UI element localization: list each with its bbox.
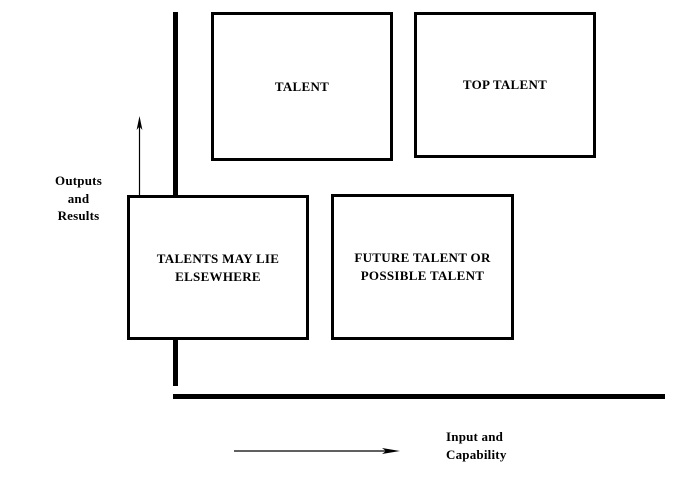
quadrant-label-future-or-possible-talent: FUTURE TALENT OR POSSIBLE TALENT <box>346 249 498 284</box>
horizontal-axis-caption: Input and Capability <box>446 428 576 463</box>
horizontal-axis-caption-line-1: Input and <box>446 429 504 444</box>
quadrant-label-talent: TALENT <box>274 78 330 94</box>
quadrant-box-top-talent[interactable]: TOP TALENT <box>414 12 596 158</box>
vertical-axis-caption-line-2: and <box>67 190 90 206</box>
horizontal-direction-arrow-icon <box>234 448 400 454</box>
quadrant-label-talents-may-lie-elsewhere: TALENTS MAY LIE ELSEWHERE <box>149 250 288 285</box>
quadrant-label-line-1: TALENTS MAY LIE <box>156 250 280 266</box>
quadrant-label-top-talent: TOP TALENT <box>462 77 548 93</box>
quadrant-box-talent[interactable]: TALENT <box>211 12 393 161</box>
horizontal-axis-line <box>173 394 665 399</box>
vertical-axis-caption-line-3: Results <box>57 208 100 224</box>
vertical-axis-caption: Outputs and Results <box>26 172 131 225</box>
vertical-axis-caption-line-1: Outputs <box>55 173 102 188</box>
vertical-direction-arrow-icon <box>136 116 143 200</box>
quadrant-label-line-2: POSSIBLE TALENT <box>360 268 485 283</box>
quadrant-label-line-1: FUTURE TALENT OR <box>354 250 491 266</box>
quadrant-box-future-or-possible-talent[interactable]: FUTURE TALENT OR POSSIBLE TALENT <box>331 194 514 340</box>
horizontal-axis-caption-line-2: Capability <box>446 446 507 462</box>
quadrant-label-line-2: ELSEWHERE <box>175 268 261 284</box>
quadrant-box-talents-may-lie-elsewhere[interactable]: TALENTS MAY LIE ELSEWHERE <box>127 195 309 340</box>
